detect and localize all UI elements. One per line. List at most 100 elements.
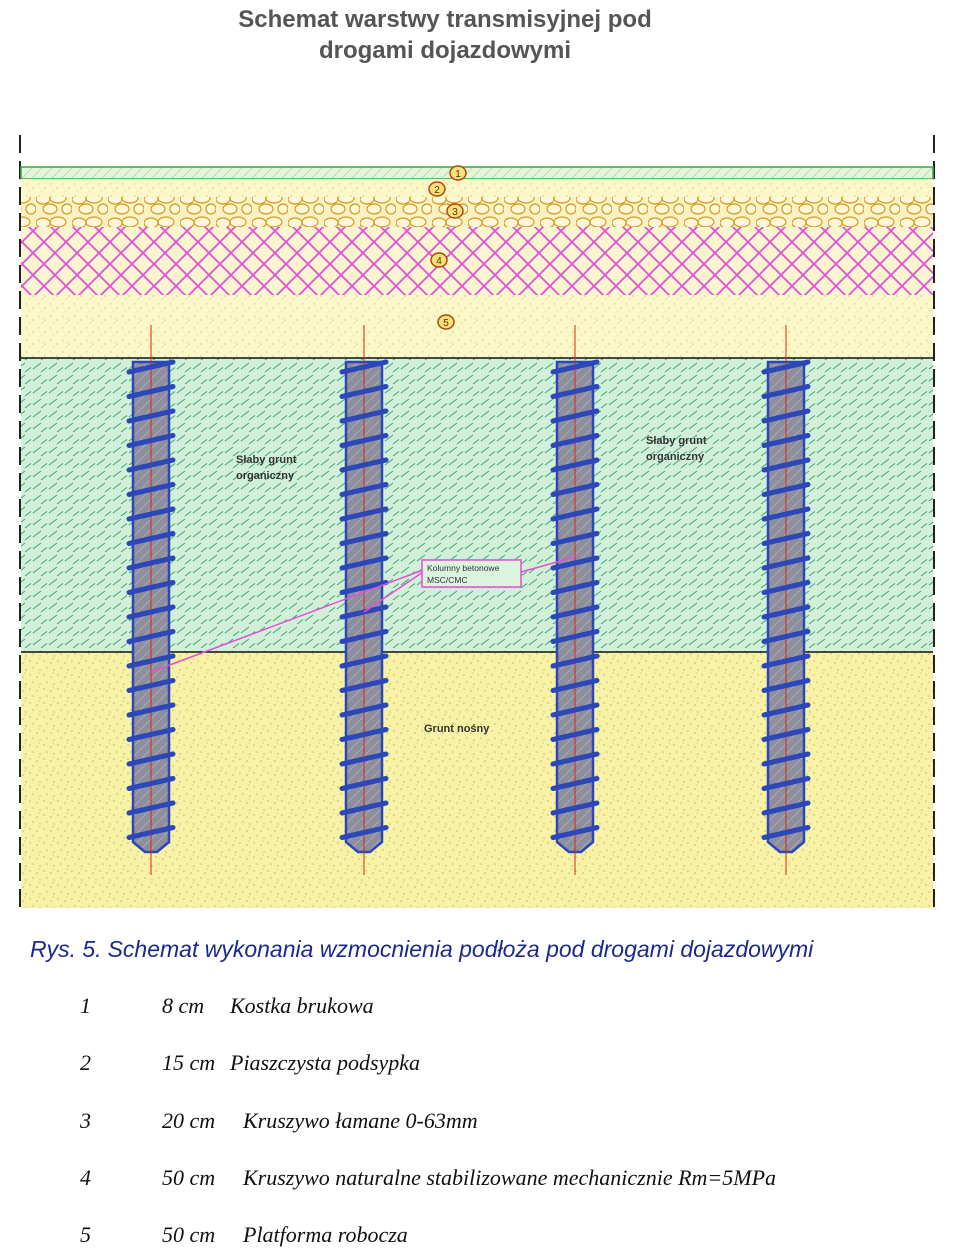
spiral-reinforcement-turn — [339, 482, 389, 497]
concrete-columns — [126, 325, 811, 875]
spiral-reinforcement-turn — [550, 727, 600, 742]
legend-description: Platforma robocza — [243, 1222, 408, 1247]
spiral-reinforcement-turn — [126, 800, 176, 816]
weak-soil-label-right-line1: Słaby grunt — [646, 435, 707, 447]
legend-description: Kostka brukowa — [230, 993, 374, 1018]
layer-marker-2: 2 — [428, 181, 446, 197]
legend-thickness: 50 cm — [162, 1165, 216, 1190]
weak-soil-label-left-line1: Słaby grunt — [236, 454, 297, 466]
concrete-column-4 — [761, 325, 811, 875]
spiral-reinforcement-turn — [126, 604, 176, 620]
legend-thickness: 15 cm — [162, 1050, 216, 1075]
spiral-reinforcement-turn — [761, 727, 811, 742]
callout-box — [421, 559, 522, 588]
spiral-reinforcement-turn — [126, 580, 176, 595]
weak-soil-label-right-line2: organiczny — [646, 451, 705, 463]
spiral-reinforcement-turn — [339, 702, 389, 718]
layer-marker-5-label: 5 — [443, 318, 449, 329]
spiral-reinforcement-turn — [339, 408, 389, 424]
spiral-reinforcement-turn — [550, 531, 600, 546]
spiral-reinforcement-turn — [339, 359, 389, 375]
spiral-reinforcement-turn — [550, 433, 600, 448]
layer-marker-4: 4 — [430, 252, 448, 268]
spiral-reinforcement-turn — [339, 433, 389, 448]
spiral-reinforcement-turn — [761, 678, 811, 693]
spiral-reinforcement-turn — [339, 629, 389, 644]
spiral-reinforcement-turn — [761, 433, 811, 448]
spiral-reinforcement-turn — [550, 359, 600, 375]
spiral-reinforcement-turn — [761, 457, 811, 473]
column-callout: Kolumny betonowe MSC/CMC — [150, 556, 576, 673]
spiral-reinforcement-turn — [550, 702, 600, 718]
concrete-column-3 — [550, 325, 600, 875]
spiral-reinforcement-turn — [339, 727, 389, 742]
spiral-reinforcement-turn — [339, 678, 389, 693]
spiral-reinforcement-turn — [550, 555, 600, 571]
spiral-reinforcement-turn — [761, 800, 811, 816]
layer-marker-2-label: 2 — [434, 185, 440, 196]
spiral-reinforcement-turn — [339, 653, 389, 669]
layer-paving — [20, 166, 934, 180]
diagram-title-line2: drogami dojazdowymi — [318, 37, 572, 64]
callout-line2: MSC/CMC — [427, 575, 468, 585]
spiral-reinforcement-turn — [126, 702, 176, 718]
spiral-reinforcement-turn — [761, 702, 811, 718]
layer-stabilized-aggregate — [21, 227, 933, 295]
spiral-reinforcement-turn — [550, 800, 600, 816]
spiral-reinforcement-turn — [339, 531, 389, 546]
spiral-reinforcement-turn — [126, 408, 176, 424]
callout-leader-2 — [363, 571, 424, 613]
layer-sand-bedding — [21, 179, 933, 197]
layer-marker-3: 3 — [446, 203, 464, 219]
spiral-reinforcement-turn — [550, 629, 600, 644]
spiral-reinforcement-turn — [126, 506, 176, 522]
spiral-reinforcement-turn — [761, 776, 811, 791]
weak-soil-label-left-line2: organiczny — [236, 470, 295, 482]
spiral-reinforcement-turn — [761, 629, 811, 644]
diagram-title: Schemat warstwy transmisyjnej pod drogam… — [0, 4, 890, 66]
spiral-reinforcement-turn — [550, 506, 600, 522]
spiral-reinforcement-turn — [126, 555, 176, 571]
spiral-reinforcement-turn — [550, 776, 600, 791]
spiral-reinforcement-turn — [126, 457, 176, 473]
layer-marker-1: 1 — [449, 165, 467, 181]
spiral-reinforcement-turn — [761, 653, 811, 669]
spiral-reinforcement-turn — [126, 384, 176, 399]
spiral-reinforcement-turn — [339, 825, 389, 840]
figure-caption-prefix: Rys. 5. — [30, 936, 102, 962]
spiral-reinforcement-turn — [126, 751, 176, 767]
spiral-reinforcement-turn — [339, 580, 389, 595]
spiral-reinforcement-turn — [339, 384, 389, 399]
spiral-reinforcement-turn — [761, 751, 811, 767]
spiral-reinforcement-turn — [761, 506, 811, 522]
legend-description: Kruszywo naturalne stabilizowane mechani… — [243, 1165, 777, 1190]
layer-marker-1-label: 1 — [455, 169, 461, 180]
legend-thickness: 8 cm — [162, 993, 205, 1018]
bearing-soil-label: Grunt nośny — [424, 723, 490, 735]
cross-section-diagram: 1 2 3 4 5 Słaby grunt organiczny Słaby g… — [19, 135, 935, 910]
spiral-reinforcement-turn — [339, 506, 389, 522]
layer-marker-5: 5 — [437, 314, 455, 330]
callout-leader-3 — [520, 556, 576, 573]
spiral-reinforcement-turn — [550, 604, 600, 620]
spiral-reinforcement-turn — [126, 727, 176, 742]
spiral-reinforcement-turn — [550, 457, 600, 473]
spiral-reinforcement-turn — [339, 457, 389, 473]
figure-caption-text: Schemat wykonania wzmocnienia podłoża po… — [107, 936, 814, 962]
diagram-title-line1: Schemat warstwy transmisyjnej pod — [238, 6, 652, 33]
spiral-reinforcement-turn — [550, 580, 600, 595]
legend-thickness: 50 cm — [162, 1222, 216, 1247]
spiral-reinforcement-turn — [126, 776, 176, 791]
concrete-column-1 — [126, 325, 176, 875]
spiral-reinforcement-turn — [126, 653, 176, 669]
spiral-reinforcement-turn — [761, 482, 811, 497]
spiral-reinforcement-turn — [550, 482, 600, 497]
spiral-reinforcement-turn — [126, 678, 176, 693]
spiral-reinforcement-turn — [126, 482, 176, 497]
spiral-reinforcement-turn — [126, 825, 176, 840]
legend-num: 1 — [80, 993, 91, 1018]
layer-crushed-aggregate — [21, 197, 933, 227]
layer-marker-3-label: 3 — [452, 207, 458, 218]
layer-working-platform — [21, 295, 933, 358]
spiral-reinforcement-turn — [550, 408, 600, 424]
